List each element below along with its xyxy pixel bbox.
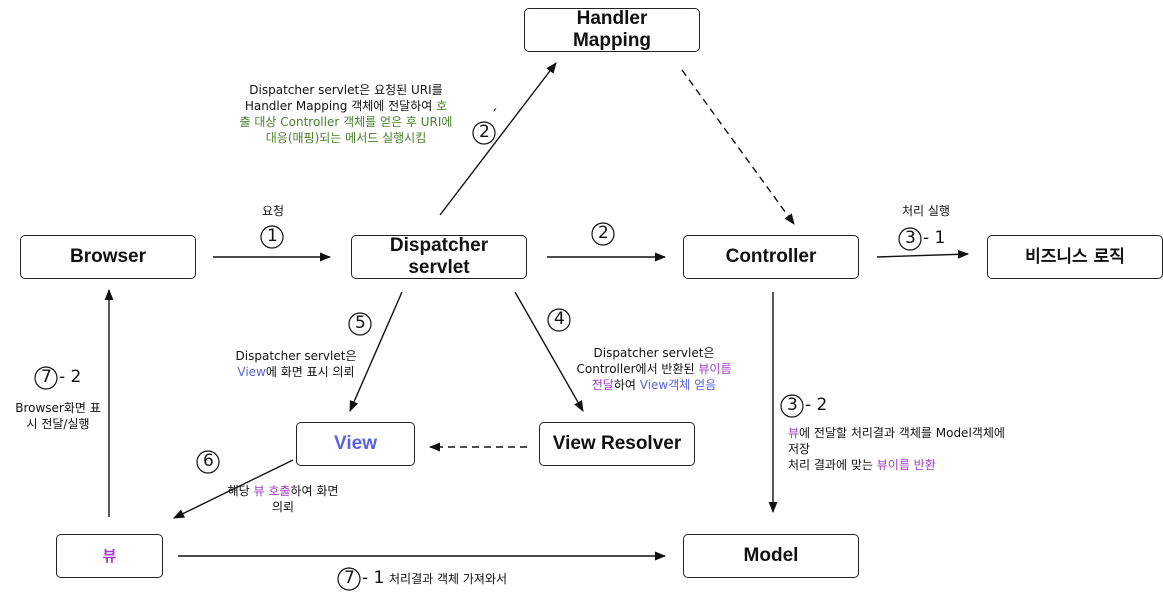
step-number-2-prime: 2: [479, 122, 490, 142]
step-number-5: 5: [355, 313, 366, 333]
step-circle-5: [348, 312, 372, 336]
note-step3-2-line1b: 에 전달할 처리결과 객체를 Model객체에: [799, 426, 1005, 440]
step-circle-7-1: [337, 567, 361, 591]
step-1-label: 요청: [262, 204, 285, 218]
view-label: View: [334, 433, 377, 454]
note-step4-line3a: 전달: [591, 378, 614, 392]
note-step4-line2b: 뷰이름: [698, 362, 732, 376]
browser-box: Browser: [20, 235, 196, 279]
step-number-3-2: 3: [787, 395, 798, 415]
note-step3-2-line1a: 뷰: [788, 426, 800, 440]
step-number-2: 2: [598, 223, 609, 243]
note-step4-line2a: Controller에서 반환된: [576, 362, 699, 376]
step-number-7-1-suffix: - 1: [362, 568, 385, 588]
browser-label: Browser: [69, 246, 147, 267]
note-step3-2-line3b: 뷰이름 반환: [876, 458, 936, 472]
view-resolver-label: View Resolver: [552, 433, 682, 454]
edge-dispatcher-to-handler: [439, 62, 557, 216]
step-3-1-label: 처리 실행: [902, 204, 950, 218]
step-circle-7-2: [34, 366, 58, 390]
note-step3-2-line3a: 처리 결과에 맞는: [788, 458, 877, 472]
step-number-7-2-suffix: - 2: [59, 367, 82, 387]
step-number-3-1: 3: [905, 228, 916, 248]
note-step7-2-line2: 시 전달/실행: [26, 417, 90, 431]
note-handler-line2b: 호: [436, 99, 448, 113]
note-step3-2: 뷰에 전달할 처리결과 객체를 Model객체에 저장 처리 결과에 맞는 뷰이…: [788, 425, 1038, 473]
step-circle-6: [196, 450, 220, 474]
note-step3-2-line2: 저장: [788, 442, 811, 456]
edge-view-to-small-view: [172, 459, 294, 519]
edge-dispatcher-to-viewresolver: [514, 291, 584, 412]
dispatcher-label-line2: servlet: [408, 257, 470, 278]
business-logic-label: 비즈니스 로직: [1025, 247, 1125, 267]
step-number-6: 6: [203, 451, 214, 471]
step-circle-4: [547, 308, 571, 332]
controller-box: Controller: [683, 235, 859, 279]
step-number-3-1-suffix: - 1: [923, 228, 946, 248]
note-step4-line3b: 하여: [613, 378, 640, 392]
note-handler-line2a: Handler Mapping 객체에 전달하여: [244, 99, 437, 113]
step-circle-3-1: [898, 227, 922, 251]
business-logic-box: 비즈니스 로직: [987, 235, 1163, 279]
note-step7-2: Browser화면 표 시 전달/실행: [8, 400, 108, 432]
view-resolver-box: View Resolver: [539, 422, 695, 466]
note-handler-line1: Dispatcher servlet은 요청된 URI를: [249, 83, 443, 97]
note-step5: Dispatcher servlet은 View에 화면 표시 의뢰: [226, 348, 366, 380]
note-step5-line2b: 에 화면 표시 의뢰: [265, 365, 355, 379]
dispatcher-servlet-box: Dispatcher servlet: [351, 235, 527, 279]
controller-label: Controller: [725, 246, 817, 267]
edge-controller-to-business: [876, 249, 970, 259]
small-view-box: 뷰: [56, 534, 163, 578]
step-circle-2: [591, 222, 615, 246]
step-number-3-2-suffix: - 2: [805, 395, 828, 415]
handler-mapping-box: Handler Mapping: [524, 8, 700, 52]
edge-handler-to-controller: [681, 69, 795, 225]
note-handler-line4: 대응(매핑)되는 메서드 실행시킴: [265, 131, 427, 145]
note-step5-line2a: View: [237, 365, 266, 379]
small-view-label: 뷰: [102, 547, 117, 565]
note-step7-2-line1: Browser화면 표: [15, 401, 101, 415]
step-number-2-prime-mark: ′: [493, 106, 497, 126]
note-step6-line1a: 해당: [227, 484, 254, 498]
note-step4-line3c: View객체 얻음: [639, 378, 717, 392]
note-handler-mapping: Dispatcher servlet은 요청된 URI를 Handler Map…: [226, 82, 466, 146]
step-circle-1: [260, 225, 284, 249]
model-box: Model: [683, 534, 859, 578]
note-step6: 해당 뷰 호출하여 화면 의뢰: [218, 483, 348, 515]
model-label: Model: [743, 545, 799, 566]
view-box: View: [296, 422, 415, 466]
step-number-7-1: 7: [344, 568, 355, 588]
note-step4-line1: Dispatcher servlet은: [593, 346, 715, 360]
handler-mapping-label-line1: Handler: [576, 8, 648, 29]
note-step4: Dispatcher servlet은 Controller에서 반환된 뷰이름…: [568, 345, 740, 393]
dispatcher-label-line1: Dispatcher: [389, 235, 489, 256]
step-circle-3-2: [780, 394, 804, 418]
step-number-4: 4: [554, 309, 565, 329]
step-number-7-2: 7: [41, 367, 52, 387]
note-step6-line1b: 뷰 호출: [253, 484, 291, 498]
step-7-1-label: 처리결과 객체 가져와서: [389, 572, 508, 586]
step-number-1: 1: [267, 226, 278, 246]
note-step6-line2: 의뢰: [271, 500, 295, 514]
note-handler-line3: 출 대상 Controller 객체를 얻은 후 URI에: [239, 115, 453, 129]
note-step5-line1: Dispatcher servlet은: [235, 349, 357, 363]
note-step6-line1c: 하여 화면: [290, 484, 339, 498]
edge-dispatcher-to-view: [349, 291, 403, 413]
step-circle-2-prime: [472, 121, 496, 145]
handler-mapping-label-line2: Mapping: [572, 30, 652, 51]
